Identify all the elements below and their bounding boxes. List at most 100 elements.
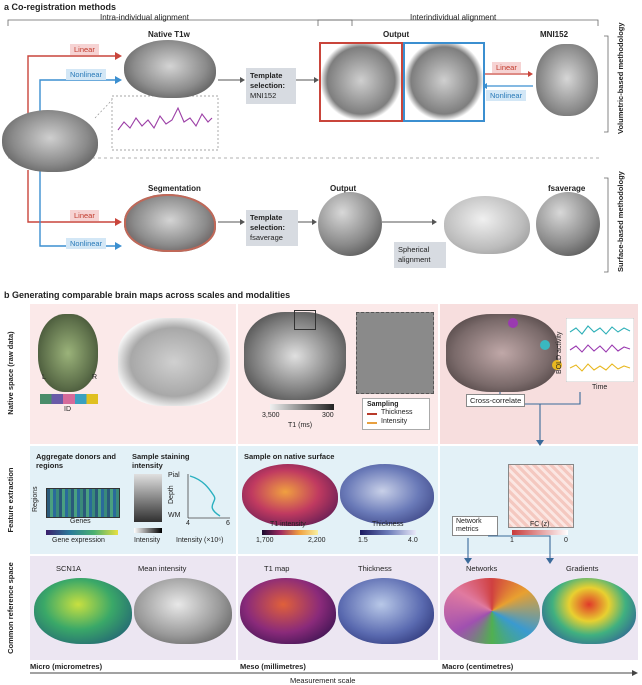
regions-label: Regions [32,486,39,512]
fsaverage-sphere [536,192,600,256]
mni152-coronal [536,44,598,116]
sample-native-label: Sample on native surface [244,452,335,461]
scn1a-surface [34,578,132,644]
fsaverage-label: fsaverage [548,184,586,193]
side-label-volumetric: Volumetric-based methodology [616,22,625,134]
nonlinear-label-1: Nonlinear [66,69,107,80]
native-t1w-image [124,40,216,98]
networks-surface [444,578,540,644]
fc-label: FC (z) [530,521,550,528]
nonlinear-label-3: Nonlinear [66,238,107,249]
intensity-colorbar [134,528,162,533]
row3-label: Common reference space [6,562,15,654]
intra-label: Intra-individual alignment [100,13,189,22]
mni152-label: MNI152 [540,30,569,39]
network-metrics-label: Network metrics [452,516,498,536]
mean-intensity-label: Mean intensity [138,564,187,573]
scale-arrow [30,670,638,676]
fc-min: 1 [510,537,514,544]
th-max: 4.0 [408,537,418,544]
id-color-bar [40,394,98,404]
inter-label: Interindividual alignment [410,13,497,22]
int-axis-label: Intensity (×10⁶) [176,537,224,544]
fmri-coronal [446,314,558,392]
network-arrows [464,535,554,564]
crosscorr-arrows [499,392,581,446]
sampling-thickness: Thickness [381,409,413,416]
int-tick-6: 6 [226,520,230,527]
t1-intensity-surface [242,464,338,526]
genes-label: Genes [70,518,91,525]
panel-b-header: b Generating comparable brain maps acros… [4,290,291,300]
native-t1w-label: Native T1w [148,30,190,39]
template-val-2: fsaverage [250,233,283,242]
template-box-mni: Template selection: MNI152 [246,68,296,104]
sagittal-brain-image [2,110,98,172]
gradients-label: Gradients [566,564,599,573]
gene-heatmap [46,488,120,518]
intensity-swatch [367,422,377,424]
cortex-zoom [356,312,434,394]
zoom-box [294,310,316,330]
fc-max: 0 [564,537,568,544]
roi-yellow [552,360,562,370]
thickness-label-2: Thickness [372,521,404,528]
int-tick-4: 4 [186,520,190,527]
intensity-label: Intensity [134,537,161,544]
t1map-label: T1 map [264,564,290,573]
t1-intensity-label: T1 intensity [270,521,306,528]
roi-teal [540,340,550,350]
meso-label: Meso (millimetres) [240,662,306,671]
label-L: L [42,374,46,381]
t1-colorbar [270,404,334,410]
segmentation-image [124,194,216,252]
sampling-legend: Sampling Thickness Intensity [362,398,430,430]
t1-coronal [244,312,346,400]
fc-matrix [508,464,574,528]
fc-colorbar [512,530,568,535]
macro-label: Macro (centimetres) [442,662,514,671]
nonlinear-label-2: Nonlinear [486,90,527,101]
panel-a-header: a Co-registration methods [4,2,117,12]
template-title-2: Template [250,213,283,222]
id-label: ID [64,406,71,413]
mean-intensity-surface [134,578,232,644]
crosscorr-label: Cross-correlate [466,394,526,407]
gene-expression-label: Gene expression [52,537,105,544]
template-val-1: MNI152 [250,91,277,100]
output-label-2: Output [330,184,357,193]
row1-label: Native space (raw data) [6,331,15,415]
stain-image [134,474,162,522]
label-R: R [92,374,98,381]
histology-section [118,318,230,406]
gradients-surface [542,578,636,644]
roi-purple [508,318,518,328]
thickness-surface-3 [338,578,434,644]
sampling-title: Sampling [367,401,399,408]
th-min: 1.5 [358,537,368,544]
inflated-surface [444,196,530,254]
time-label: Time [592,384,608,391]
linear-label-1: Linear [70,44,99,55]
scn1a-label: SCN1A [56,564,82,573]
template-sub-1: selection: [250,81,286,90]
spherical-alignment-box: Spherical alignment [394,242,446,268]
bold-timeseries [566,318,634,382]
template-sub-2: selection: [250,223,286,232]
t1-units: T1 (ms) [288,422,313,429]
agg-label: Aggregate donors and regions [36,452,117,470]
output-label-1: Output [383,30,410,39]
t1i-max: 2,200 [308,537,326,544]
template-box-fsaverage: Template selection: fsaverage [246,210,298,246]
networks-label: Networks [466,564,498,573]
t1-min: 3,500 [262,412,280,419]
t1-max: 300 [322,412,334,419]
sampling-intensity: Intensity [381,418,408,425]
gene-expression-colorbar [46,530,118,535]
panel-a-lines [7,19,609,273]
row2-label: Feature extraction [6,467,15,533]
depth-profile [187,474,230,519]
template-title-1: Template [250,71,283,80]
thickness-swatch [367,413,377,415]
thickness-colorbar [360,530,416,535]
